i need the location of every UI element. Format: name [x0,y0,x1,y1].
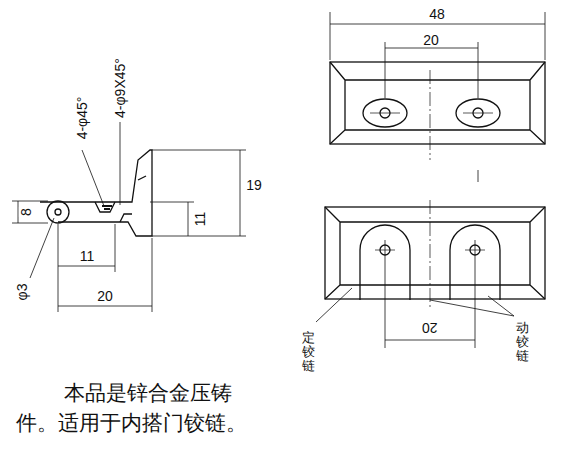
dimension: 20 [421,321,439,335]
caption: 本品是锌合金压铸件。适用于内搭门铰链。 [16,378,250,439]
dimension: 8 [19,207,33,217]
front-view [316,200,545,348]
diameter-callout: φ3 [15,283,29,302]
top-view [330,12,545,182]
dimension: 11 [79,249,96,263]
dimension: 11 [193,211,207,228]
dimension: 19 [245,178,263,192]
part-name: 定铰链 [302,330,315,375]
dimension: 48 [428,7,446,21]
side-view [12,122,246,312]
hole-callout: 4-φ9X45° [113,57,127,119]
dimension: 20 [96,289,114,303]
part-name: 动铰链 [516,320,529,365]
dimension: 20 [422,33,440,47]
hole-callout: 4-φ45° [75,96,89,141]
